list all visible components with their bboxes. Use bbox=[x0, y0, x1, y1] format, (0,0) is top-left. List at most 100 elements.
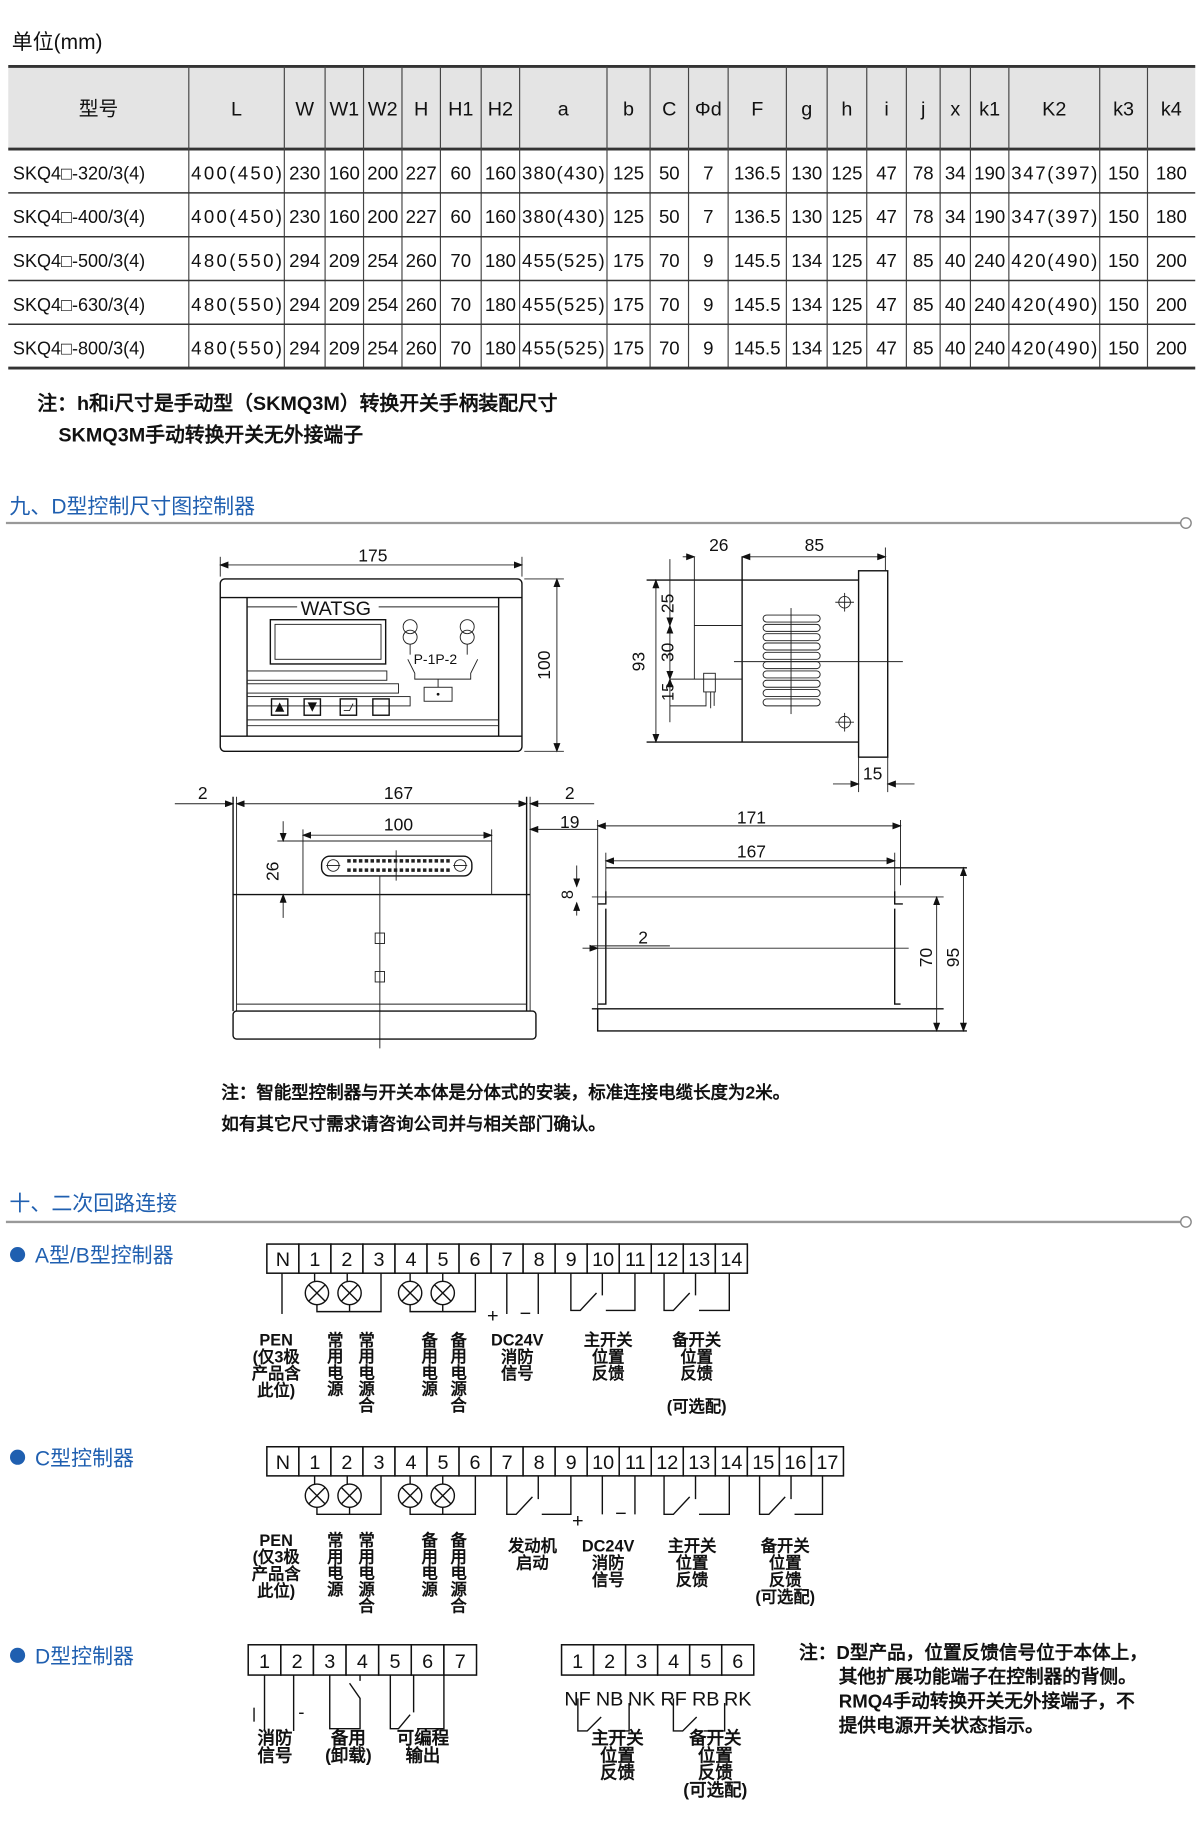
switch-icon bbox=[672, 1698, 726, 1732]
terminal-9: 9 bbox=[554, 1445, 588, 1477]
terminal-label: 6 bbox=[470, 1249, 481, 1271]
c-backup-power-label: 备用电源 bbox=[419, 1531, 439, 1598]
column-header: x bbox=[950, 98, 960, 120]
table-cell: 125 bbox=[831, 294, 862, 315]
column-header: k1 bbox=[979, 98, 1000, 120]
terminal-3: 3 bbox=[312, 1644, 347, 1676]
circuit-label-line: (仅3极 bbox=[253, 1548, 301, 1567]
table-cell: 190 bbox=[974, 206, 1005, 227]
table-cell: 9 bbox=[703, 338, 713, 359]
terminal-13: 13 bbox=[682, 1243, 717, 1274]
table-cell: 455(525) bbox=[522, 338, 605, 359]
table-cell: 125 bbox=[831, 338, 862, 359]
terminal-16: 16 bbox=[778, 1445, 813, 1477]
table-cell: 130 bbox=[791, 162, 822, 183]
terminal-11: 11 bbox=[618, 1243, 653, 1274]
terminal-5: 5RB bbox=[688, 1644, 723, 1710]
circuit-label-line: 位置 bbox=[680, 1347, 713, 1366]
table-cell: 70 bbox=[450, 338, 471, 359]
circuit-label-line: 启动 bbox=[516, 1553, 549, 1572]
terminal-label: 11 bbox=[625, 1452, 646, 1474]
dim-167-bottom: 167 bbox=[384, 783, 413, 803]
section9-note-2: 如有其它尺寸需求请咨询公司并与相关部门确认。 bbox=[221, 1114, 605, 1134]
optional-label: (可选配) bbox=[667, 1398, 727, 1416]
table-cell: 240 bbox=[974, 250, 1005, 271]
table-cell: 260 bbox=[406, 250, 437, 271]
terminal-13: 13 bbox=[682, 1445, 717, 1477]
terminal-label: 17 bbox=[816, 1452, 838, 1474]
dim-26: 26 bbox=[709, 535, 728, 555]
heat-sink-icon bbox=[762, 608, 821, 715]
circuit-label-line: 位置 bbox=[592, 1347, 625, 1366]
mounting-hole-icon bbox=[835, 592, 854, 732]
circuit-label-line: 位置 bbox=[600, 1745, 635, 1765]
table-cell: 420(490) bbox=[1011, 338, 1097, 359]
circuit-label-line: 信号 bbox=[258, 1745, 293, 1765]
dim-100-bottom: 100 bbox=[384, 815, 413, 835]
minus-sign: − bbox=[615, 1503, 627, 1525]
terminal-label: 4 bbox=[357, 1651, 368, 1673]
terminal-2: 2 bbox=[330, 1243, 364, 1274]
table-cell: 160 bbox=[485, 162, 516, 183]
table-cell: 294 bbox=[289, 338, 320, 359]
dim-2-right: 2 bbox=[565, 783, 575, 803]
circuit-label-line: 备开关 bbox=[760, 1537, 811, 1556]
dim-95: 95 bbox=[943, 948, 963, 967]
lamp-icon bbox=[337, 1280, 362, 1306]
terminal-label: 3 bbox=[636, 1651, 647, 1673]
circuit-label-line: 此位) bbox=[257, 1381, 295, 1400]
table-cell: 40 bbox=[945, 250, 966, 271]
circuit-label-line: 此位) bbox=[257, 1581, 295, 1600]
terminal-6: 6 bbox=[458, 1243, 492, 1274]
lamp-icon bbox=[304, 1483, 330, 1509]
terminal-N: N bbox=[266, 1243, 300, 1274]
circuit-label-line: 可编程 bbox=[397, 1728, 450, 1748]
connector-icon bbox=[320, 850, 473, 881]
circuit-label-line: 产品含 bbox=[252, 1364, 302, 1383]
ab-controller-title: A型/B型控制器 bbox=[35, 1245, 174, 1268]
table-cell: 50 bbox=[659, 162, 680, 183]
table-cell: 60 bbox=[450, 162, 471, 183]
table-cell: 240 bbox=[974, 338, 1005, 359]
terminal-label: 12 bbox=[656, 1452, 678, 1474]
terminal-label: 4 bbox=[668, 1651, 679, 1673]
terminal-1: 1 bbox=[247, 1644, 282, 1676]
table-cell: 260 bbox=[406, 294, 437, 315]
table-cell: 40 bbox=[945, 338, 966, 359]
table-cell: 180 bbox=[485, 294, 516, 315]
lamp-icon bbox=[430, 1483, 456, 1509]
table-cell: 455(525) bbox=[522, 294, 605, 315]
terminal-label: 16 bbox=[784, 1452, 806, 1474]
switch-icon bbox=[577, 1698, 630, 1732]
terminal-7: 7 bbox=[443, 1644, 478, 1676]
table-cell: 200 bbox=[367, 162, 398, 183]
circuit-label-line: 反馈 bbox=[698, 1763, 733, 1783]
terminal-label: 5 bbox=[389, 1651, 400, 1673]
ab-normal-power-close-label: 常用电源合 bbox=[356, 1331, 375, 1414]
dim-19: 19 bbox=[560, 812, 579, 832]
brand-label: WATSG bbox=[301, 598, 371, 620]
column-header: W2 bbox=[368, 98, 398, 120]
unit-label: 单位(mm) bbox=[12, 31, 103, 54]
table-cell: 70 bbox=[659, 294, 680, 315]
table-cell: 175 bbox=[613, 338, 644, 359]
c-power-labels: 常用电源 常用电源合 备用电源 备用电源合 bbox=[324, 1531, 468, 1614]
table-cell: 47 bbox=[876, 250, 897, 271]
terminal-label: 4 bbox=[405, 1249, 416, 1271]
terminal-label: 9 bbox=[566, 1249, 577, 1271]
terminal-5: 5 bbox=[377, 1644, 413, 1676]
side-view-drawing: 26 85 93 25 30 15 15 bbox=[628, 535, 915, 793]
c-normal-power-close-label: 常用电源合 bbox=[356, 1531, 375, 1614]
terminal-6: 6 bbox=[458, 1445, 492, 1477]
table-cell: 145.5 bbox=[734, 250, 781, 271]
terminal-label: 1 bbox=[309, 1452, 320, 1474]
table-cell: 160 bbox=[329, 162, 360, 183]
switch-icon bbox=[506, 1475, 572, 1516]
circuit-label-line: 反馈 bbox=[680, 1364, 713, 1383]
terminal-11: 11 bbox=[618, 1445, 653, 1477]
table-cell: 150 bbox=[1108, 338, 1139, 359]
